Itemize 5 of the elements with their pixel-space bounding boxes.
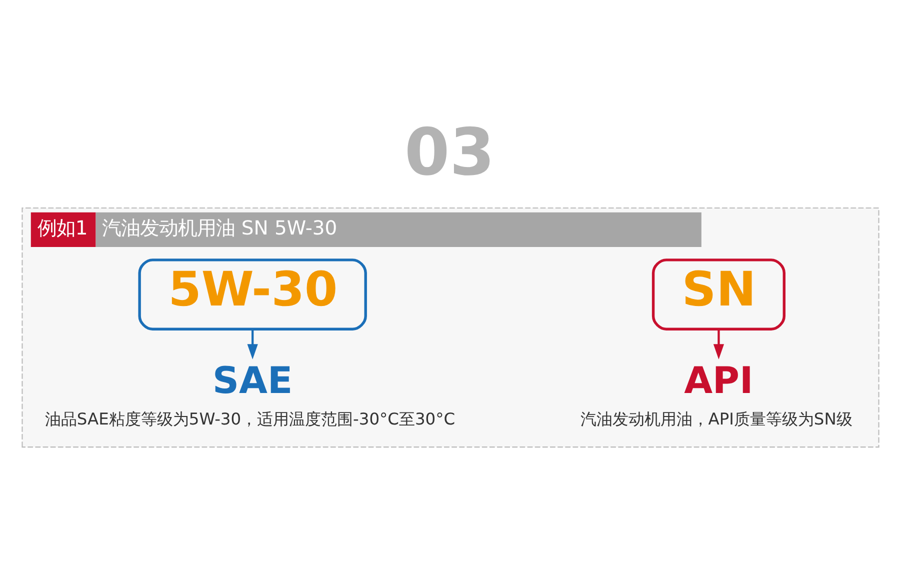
node-text: API	[684, 359, 753, 402]
node-label: 汽油发动机用油，API质量等级为SN级	[580, 409, 852, 428]
diagram-title: 03	[404, 115, 494, 190]
node-text: SAE	[212, 359, 292, 402]
node-label: 油品SAE粘度等级为5W-30，适用温度范围-30°C至30°C	[44, 409, 455, 428]
